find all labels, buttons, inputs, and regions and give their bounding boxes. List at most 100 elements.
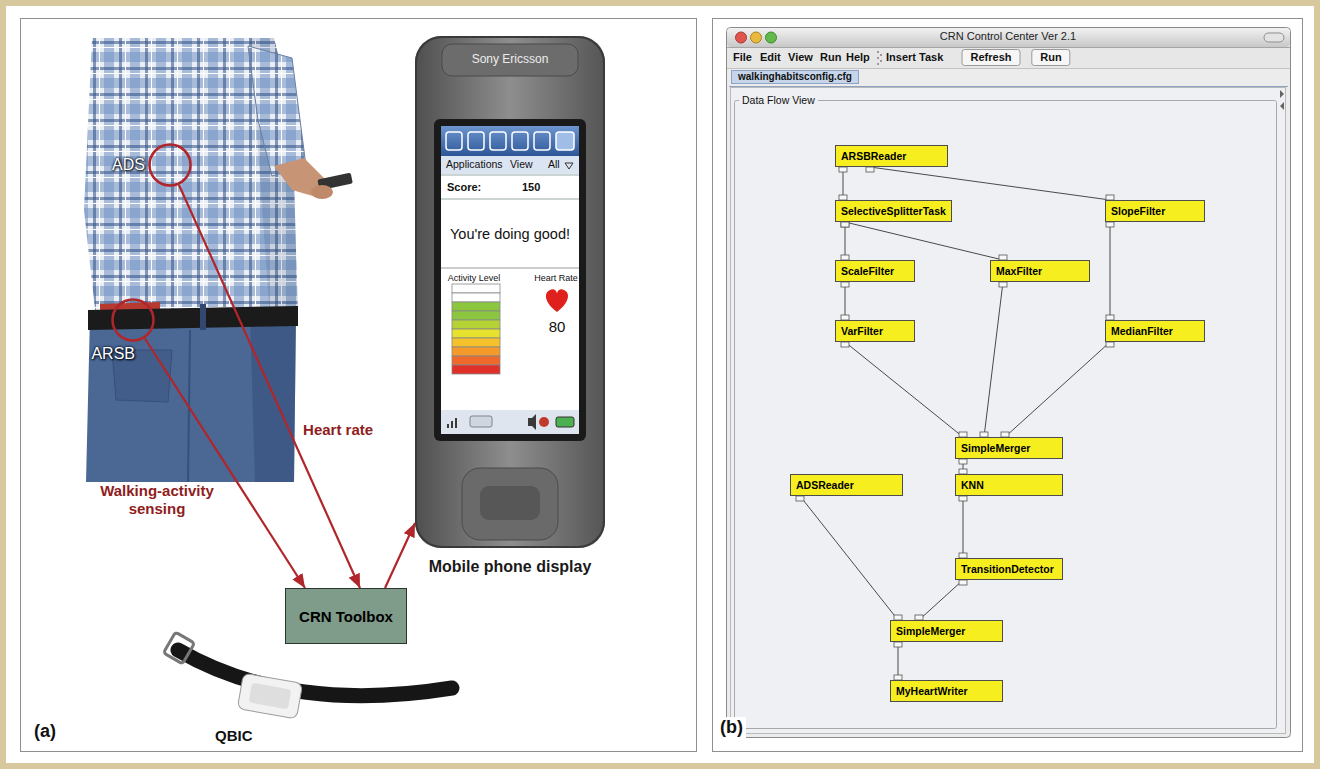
figure-frame (3, 3, 1317, 766)
data-flow-line (1005, 342, 1110, 437)
callout-circle (113, 300, 154, 341)
menu-item: Run (820, 51, 841, 64)
task-name: TransitionDetector (961, 559, 1057, 579)
mobile-phone (452, 365, 500, 374)
panel-frame (713, 19, 1303, 752)
app-window (877, 57, 879, 59)
mobile-phone (447, 418, 457, 428)
mobile-phone (556, 417, 574, 427)
task-name: MedianFilter (1111, 321, 1199, 341)
mobile-phone (441, 175, 579, 176)
task-box: VarFilter (835, 320, 915, 342)
mobile-phone: Mobile phone display (415, 36, 605, 548)
app-window (880, 60, 882, 62)
app-window (877, 51, 879, 53)
heart-rate-value: 80 (549, 318, 566, 335)
toolbar-item: Insert Task (886, 51, 943, 64)
person-photo (248, 46, 306, 176)
device-name: QBIC (215, 727, 253, 744)
task-port (894, 642, 902, 647)
qbic-belt (237, 673, 302, 719)
menu-item: Edit (760, 51, 781, 64)
phone-outline (416, 37, 604, 547)
task-box: TransitionDetector (955, 558, 1063, 580)
menu-item: Help (846, 51, 870, 64)
menu-item: View (788, 51, 813, 64)
task-port (796, 496, 804, 501)
mobile-phone (470, 416, 492, 427)
mobile-phone (452, 284, 500, 374)
data-flow-line (963, 496, 964, 558)
mobile-phone (441, 199, 579, 200)
edge-label: Heart rate (303, 421, 373, 439)
mobile-phone (452, 356, 500, 365)
mobile-phone (452, 302, 500, 311)
app-window (727, 47, 1290, 48)
qbic-belt (178, 650, 452, 696)
gauge-label: Activity Level (448, 273, 501, 283)
status-message: You're doing good! (450, 226, 570, 243)
sensor-name: ADS (112, 156, 145, 174)
gauge-label: Heart Rate (534, 273, 578, 283)
task-port (999, 282, 1007, 287)
task-port (959, 496, 967, 501)
task-port (1106, 222, 1114, 227)
mobile-phone (441, 268, 579, 269)
task-name: SelectiveSplitterTask (841, 201, 946, 221)
data-flow-line (800, 496, 898, 620)
task-box: MyHeartWriter (890, 680, 1003, 702)
box-title: CRN Toolbox (299, 608, 393, 625)
app-window (1264, 33, 1284, 42)
task-port (839, 167, 847, 172)
sensor-marker: ARSB (111, 298, 155, 342)
signal-arrow (145, 339, 305, 588)
task-box: MaxFilter (990, 260, 1090, 282)
mobile-phone (480, 486, 540, 520)
mobile-phone (415, 36, 605, 548)
toolbox-box: CRN Toolbox (285, 588, 407, 644)
task-port (841, 282, 849, 287)
task-box: ScaleFilter (835, 260, 915, 282)
task-port (841, 222, 849, 227)
app-window (880, 54, 882, 56)
task-box: SimpleMerger (955, 437, 1063, 459)
task-box: SelectiveSplitterTask (835, 200, 952, 222)
person-photo (84, 38, 353, 482)
mobile-phone (434, 119, 586, 441)
app-window (1280, 102, 1284, 110)
toolbar-button: Refresh (962, 49, 1021, 66)
data-flow-line (984, 282, 1003, 437)
qbic-belt (249, 683, 292, 710)
task-name: KNN (961, 475, 1057, 495)
qbic-belt (163, 632, 194, 664)
task-name: SlopeFilter (1111, 201, 1199, 221)
mobile-phone (451, 421, 453, 428)
mobile-phone (452, 320, 500, 329)
mobile-phone (452, 329, 500, 338)
task-port (841, 342, 849, 347)
app-window (736, 32, 747, 43)
app-window (751, 32, 762, 43)
score-value: 150 (522, 181, 540, 194)
task-box: ARSBReader (835, 145, 948, 167)
data-flow-line (845, 222, 1003, 260)
task-port (866, 167, 874, 172)
app-window (727, 28, 1290, 47)
mobile-phone (468, 132, 484, 150)
qbic-belt (163, 632, 452, 719)
app-window (727, 28, 1291, 738)
app-window (727, 28, 1291, 738)
task-port (959, 580, 967, 585)
task-port (959, 459, 967, 464)
callout-circle (148, 143, 192, 187)
task-name: MaxFilter (996, 261, 1084, 281)
app-window (1280, 90, 1284, 98)
app-window (877, 63, 879, 65)
panel-frame (21, 19, 697, 752)
signal-arrow (179, 185, 360, 588)
score-label: Score: (447, 181, 481, 194)
mobile-phone (452, 284, 500, 293)
mobile-phone (528, 414, 536, 430)
